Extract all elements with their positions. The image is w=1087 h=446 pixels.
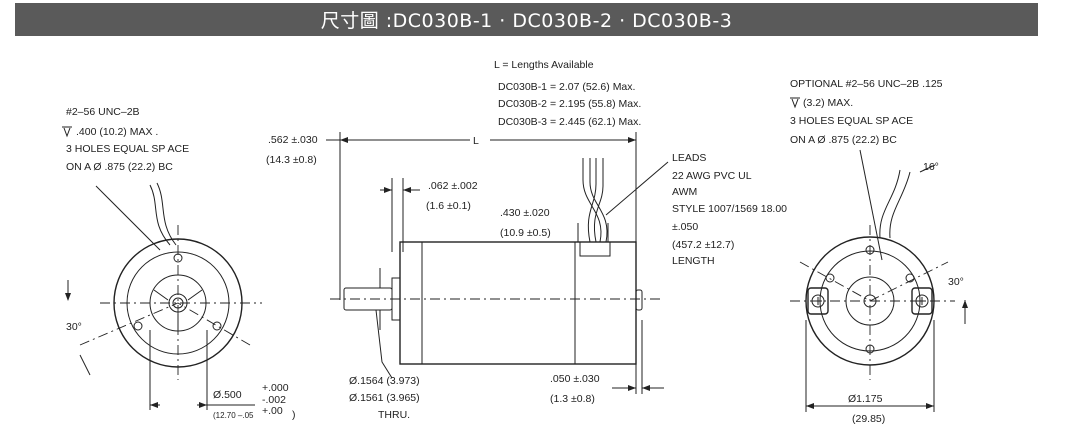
rear-shaft [635,289,643,311]
shaft-tol-plus: +.000 [262,382,289,394]
angle-top-label: 16° [923,161,939,173]
extension-line [391,178,404,252]
leads-line2: 22 AWG PVC UL [672,170,752,182]
leader-line [375,309,393,379]
shaft-mm-label: (12.70 –.05 [213,411,254,420]
lead-offset-mm: (10.9 ±0.5) [500,227,551,239]
depth-symbol [790,97,800,109]
l-label: L [473,135,479,147]
leads-line4: STYLE 1007/1569 18.00 [672,203,787,215]
hole-spec-line4: ON A Ø .875 (22.2) BC [66,161,173,173]
dim-arrow [962,300,968,308]
optional-spec-line2: (3.2) MAX. [803,97,853,109]
leader-line [605,161,669,216]
pilot-length-mm: (1.6 ±0.1) [426,200,471,212]
lead-offset: .430 ±.020 [500,207,550,219]
optional-spec-line1: OPTIONAL #2–56 UNC–2B .125 [790,78,943,90]
body-dia-label: Ø1.175 [848,393,883,405]
angle-label: 30° [66,321,82,333]
wire [149,184,171,246]
mount-hole [825,273,835,283]
leads-line7: LENGTH [672,255,715,267]
body-dia-mm: (29.85) [852,413,885,425]
shaft-mm-tol: +.00 [262,405,283,417]
rear-length: .050 ±.030 [550,373,600,385]
optional-spec-line3: 3 HOLES EQUAL SP ACE [790,115,913,127]
leads-line5: ±.050 [672,221,698,233]
leads-line6: (457.2 ±12.7) [672,239,734,251]
left-end-view: #2–56 UNC–2B .400 (10.2) MAX . 3 HOLES E… [62,106,296,421]
shaft-length-mm: (14.3 ±0.8) [266,154,317,166]
shaft-dia-label: Ø.500 [213,389,242,401]
extension-line [149,330,208,410]
mount-hole [133,321,143,331]
hole-spec-line3: 3 HOLES EQUAL SP ACE [66,143,189,155]
angle-line [919,164,936,173]
title-banner: 尺寸圖 :DC030B-1 · DC030B-2 · DC030B-3 [15,3,1038,36]
lead-exit [579,241,611,257]
wire [156,182,177,246]
side-view: L = Lengths Available DC030B-1 = 2.07 (5… [266,59,787,421]
mount-hole [212,321,222,331]
optional-spec-line4: ON A Ø .875 (22.2) BC [790,134,897,146]
wire [879,169,901,239]
angle-line [799,261,949,302]
body-seam [421,242,576,364]
shaft-mm-close: ) [292,409,296,421]
shaft-tol-minus: -.002 [262,394,286,406]
length-dc030b-3: DC030B-3 = 2.445 (62.1) Max. [498,116,641,128]
extension-line [339,132,637,300]
shaft-dia-min: Ø.1561 (3.965) [349,392,420,404]
brush-holder [807,287,829,315]
leader-line [859,149,883,261]
wire [889,171,911,239]
angle-line [79,302,251,346]
shaft-dia-max: Ø.1564 (3.973) [349,375,420,387]
page-title: 尺寸圖 :DC030B-1 · DC030B-2 · DC030B-3 [320,10,733,32]
hole-spec-line2: .400 (10.2) MAX . [76,126,158,138]
length-dc030b-2: DC030B-2 = 2.195 (55.8) Max. [498,98,641,110]
pilot-length: .062 ±.002 [428,180,478,192]
hole-spec-line1: #2–56 UNC–2B [66,106,140,118]
centerline [100,225,262,380]
leader-line [95,185,161,251]
lengths-title: L = Lengths Available [494,59,594,71]
extension-line [805,320,935,412]
rear-length-mm: (1.3 ±0.8) [550,393,595,405]
length-dc030b-1: DC030B-1 = 2.07 (52.6) Max. [498,81,635,93]
wire [582,158,602,243]
wire [589,158,608,243]
wire [587,158,597,243]
motor-body [399,241,637,365]
thru-label: THRU. [378,409,410,421]
shaft-length: .562 ±.030 [268,134,318,146]
dim-arrow [384,187,411,193]
wire [593,158,604,243]
angle-side-label: 30° [948,276,964,288]
leads-line1: LEADS [672,152,706,164]
dim-arrow [628,385,650,391]
extension-line [577,223,609,242]
extension-line [635,320,643,394]
leads-line3: AWM [672,186,697,198]
centerline [790,225,955,380]
angle-arrow [79,354,91,376]
right-end-view: OPTIONAL #2–56 UNC–2B .125 (3.2) MAX. 3 … [790,78,968,425]
depth-symbol [62,126,72,138]
mount-hole [905,273,915,283]
